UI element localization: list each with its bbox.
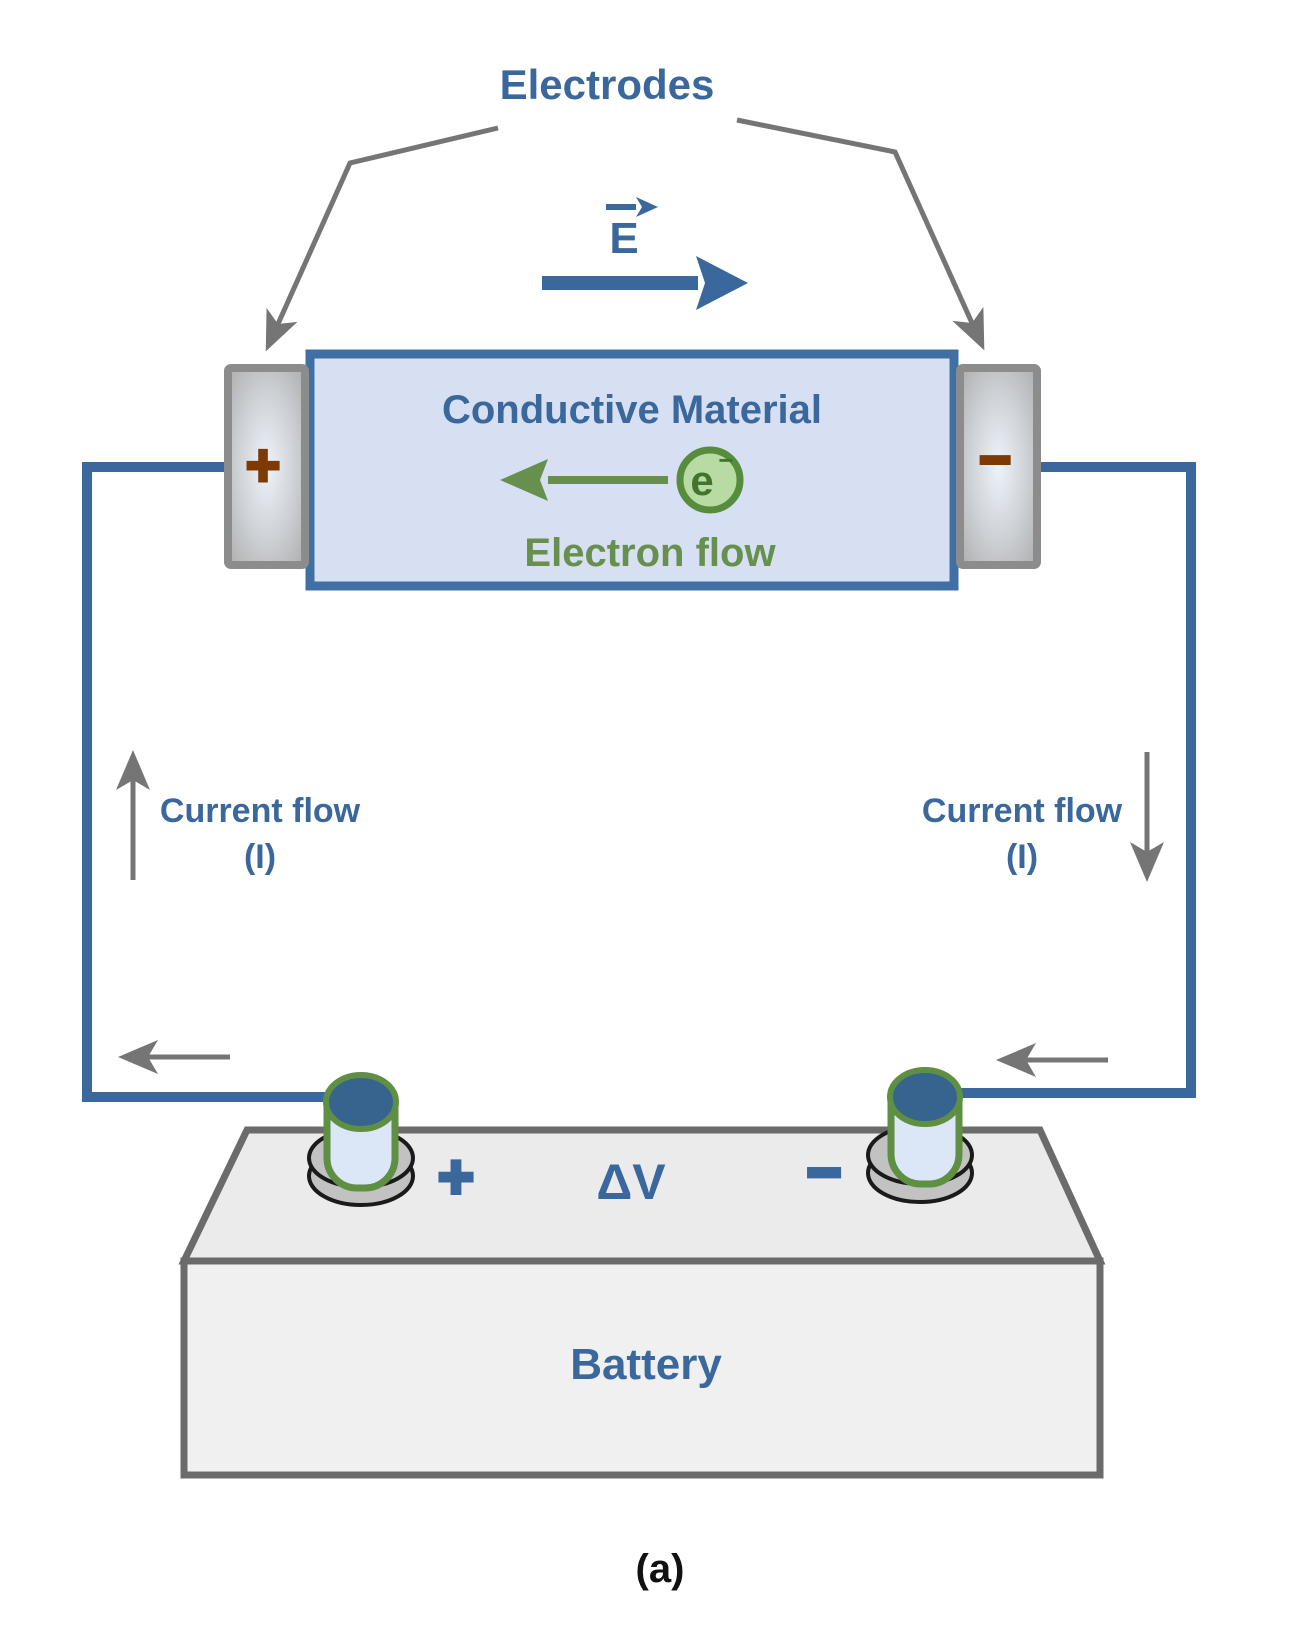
e-field-hat-arrowhead-icon [636,197,658,217]
wire-right [928,462,1196,1098]
left-electrode-plus-sign: + [245,432,280,499]
figure-caption: (a) [636,1547,685,1591]
battery-plus-sign: + [438,1143,474,1212]
battery-voltage-label: ΔV [596,1154,666,1210]
electron-flow-arrowhead-icon [500,459,548,501]
battery-label: Battery [570,1340,722,1389]
electrodes-pointer-right-icon [736,117,985,351]
wire-left [82,462,352,1102]
electron-circle [676,446,744,514]
current-flow-right-label: Current flow [922,792,1123,830]
right-electrode [956,364,1041,569]
electrodes-pointer-left-icon [265,125,499,352]
conductive-material-label: Conductive Material [442,388,822,432]
current-flow-left-symbol: (I) [244,838,276,876]
battery-terminal-negative [887,1067,963,1188]
right-electrode-minus-sign: − [979,430,1011,490]
electron-superscript: − [718,445,733,475]
electrodes-label: Electrodes [500,61,715,108]
current-flow-left-label: Current flow [160,792,361,830]
battery-minus-sign: − [807,1140,841,1205]
electron-flow-label: Electron flow [524,531,776,575]
e-field-symbol: E [609,214,638,263]
battery-terminal-positive [323,1072,399,1192]
e-field-arrowhead-icon [696,256,748,310]
electron-symbol: e [690,457,713,504]
left-electrode [224,364,309,569]
current-flow-right-symbol: (I) [1006,838,1038,876]
conductive-material-box [305,349,959,591]
battery-front-face [180,1257,1104,1479]
